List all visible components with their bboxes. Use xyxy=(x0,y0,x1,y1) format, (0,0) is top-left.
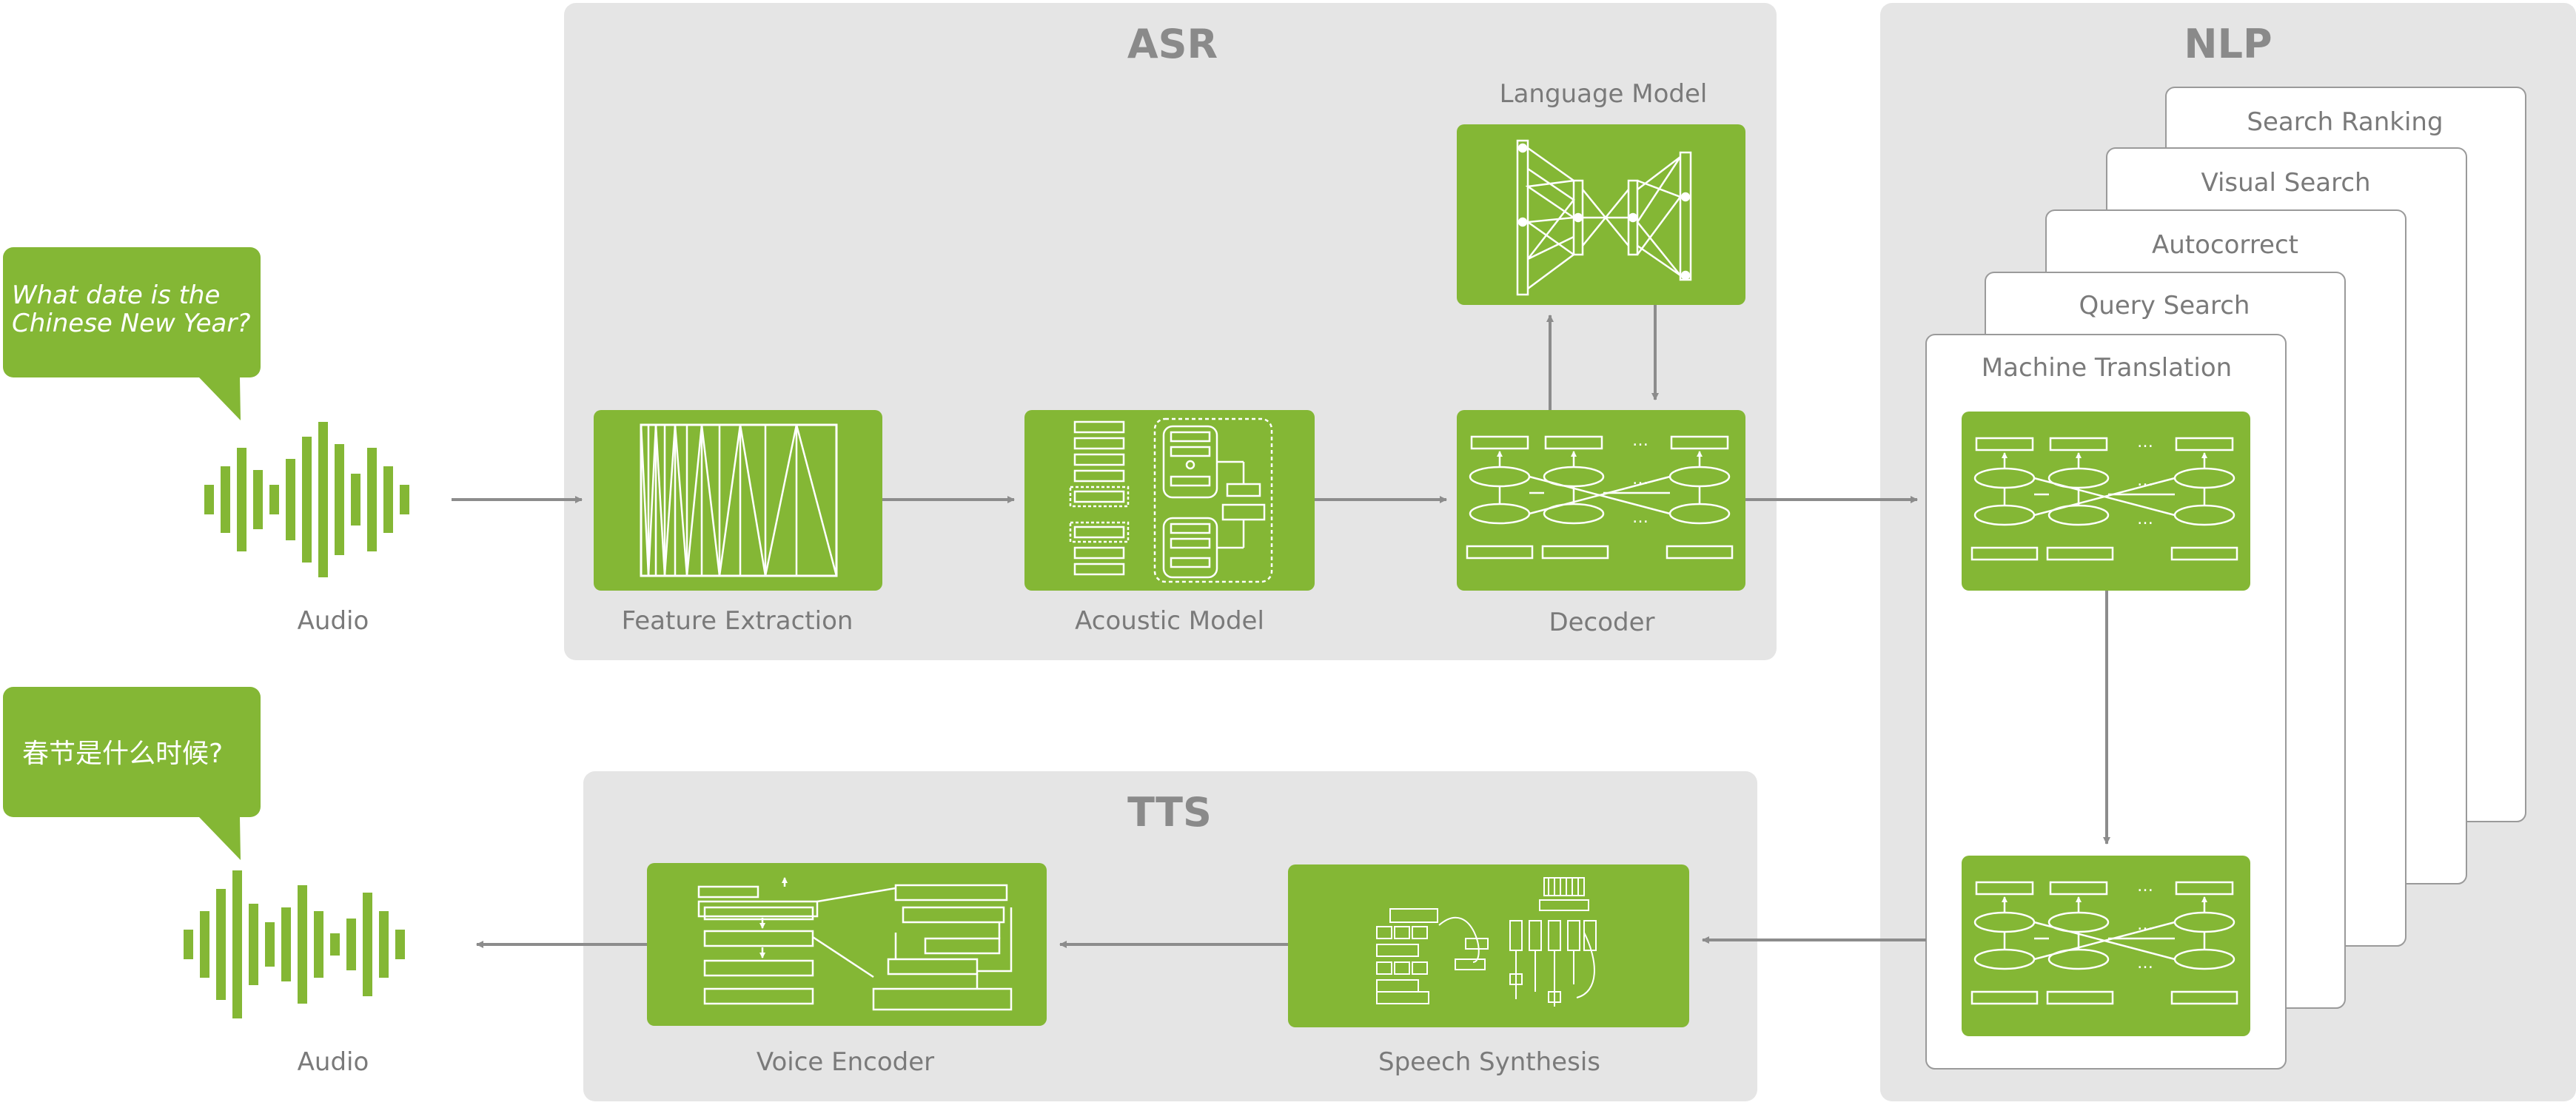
speech-synthesis-block xyxy=(1288,864,1689,1027)
seq2seq-icon: … … … xyxy=(1466,432,1734,560)
waveform-bar xyxy=(335,444,344,555)
waveform-bar xyxy=(346,919,356,970)
feature-extraction-label: Feature Extraction xyxy=(622,606,853,636)
svg-text:…: … xyxy=(2137,877,2153,896)
decoder-block: … … … xyxy=(1457,410,1745,591)
waveform-bar xyxy=(216,889,226,1000)
feature-extraction-block xyxy=(594,410,882,591)
input-bubble-line2: Chinese New Year? xyxy=(12,309,250,338)
acoustic-model-block xyxy=(1024,410,1315,591)
nlp-card-label-visual-search: Visual Search xyxy=(2201,168,2370,198)
nlp-title: NLP xyxy=(2184,21,2272,67)
seq2seq-icon: … … … xyxy=(1970,877,2238,1005)
waveform-bar xyxy=(265,922,275,967)
nlp-card-label-search-ranking: Search Ranking xyxy=(2247,107,2443,137)
svg-text:…: … xyxy=(1632,470,1648,488)
waveform-bar xyxy=(281,907,291,981)
waveform-bar xyxy=(184,930,193,959)
waveform-bar xyxy=(200,911,209,978)
waveform-bar xyxy=(249,904,258,985)
spectrogram-icon xyxy=(640,424,838,577)
synthesis-network-icon xyxy=(1376,877,1597,1007)
voice-encoder-block xyxy=(647,863,1047,1026)
waveform-bar xyxy=(298,885,307,1004)
waveform-bar xyxy=(400,485,409,514)
output-audio-waveform-icon xyxy=(184,870,405,1018)
waveform-bar xyxy=(379,911,389,978)
waveform-bar xyxy=(221,466,230,533)
waveform-bar xyxy=(232,870,242,1018)
language-model-label: Language Model xyxy=(1500,79,1708,109)
nlp-card-label-machine-translation: Machine Translation xyxy=(1982,353,2232,383)
waveform-bar xyxy=(286,459,295,540)
waveform-bar xyxy=(269,485,279,514)
svg-text:…: … xyxy=(1632,432,1648,450)
svg-text:…: … xyxy=(2137,433,2153,451)
tts-title: TTS xyxy=(1127,789,1212,836)
waveform-bar xyxy=(302,437,312,563)
waveform-bar xyxy=(318,422,328,577)
svg-text:…: … xyxy=(2137,916,2153,934)
flow-arrows xyxy=(452,305,2110,948)
language-network-icon xyxy=(1516,139,1692,296)
svg-text:…: … xyxy=(2137,954,2153,973)
waveform-bar xyxy=(383,466,393,533)
waveform-bar xyxy=(314,911,323,978)
acoustic-network-icon xyxy=(1069,417,1273,583)
waveform-bar xyxy=(330,933,340,956)
speech-synthesis-label: Speech Synthesis xyxy=(1378,1047,1600,1077)
input-speech-bubble: What date is the Chinese New Year? xyxy=(3,247,261,420)
waveform-bar xyxy=(395,930,405,959)
waveform-bar xyxy=(363,893,372,996)
waveform-bar xyxy=(237,448,246,551)
output-speech-bubble: 春节是什么时候? xyxy=(3,687,261,860)
voice-encoder-label: Voice Encoder xyxy=(757,1047,934,1077)
svg-text:…: … xyxy=(2137,471,2153,490)
waveform-bar xyxy=(204,485,214,514)
nlp-decoder-block: … … … xyxy=(1962,856,2250,1036)
voice-network-icon xyxy=(697,877,1013,1011)
input-audio-label: Audio xyxy=(298,606,369,636)
acoustic-model-label: Acoustic Model xyxy=(1075,606,1264,636)
waveform-bar xyxy=(367,448,377,551)
waveform-bar xyxy=(351,474,360,526)
seq2seq-icon: … … … xyxy=(1970,433,2238,561)
svg-text:…: … xyxy=(2137,510,2153,528)
input-bubble-line1: What date is the xyxy=(12,281,220,310)
language-model-block xyxy=(1457,124,1745,305)
nlp-card-label-autocorrect: Autocorrect xyxy=(2152,230,2298,260)
output-audio-label: Audio xyxy=(298,1047,369,1077)
output-bubble-text: 春节是什么时候? xyxy=(22,739,223,769)
svg-text:…: … xyxy=(1632,508,1648,527)
asr-title: ASR xyxy=(1127,21,1218,67)
decoder-label: Decoder xyxy=(1549,608,1654,637)
nlp-encoder-block: … … … xyxy=(1962,412,2250,591)
input-audio-waveform-icon xyxy=(204,422,409,577)
waveform-bar xyxy=(253,470,263,529)
nlp-card-label-query-search: Query Search xyxy=(2079,291,2250,320)
